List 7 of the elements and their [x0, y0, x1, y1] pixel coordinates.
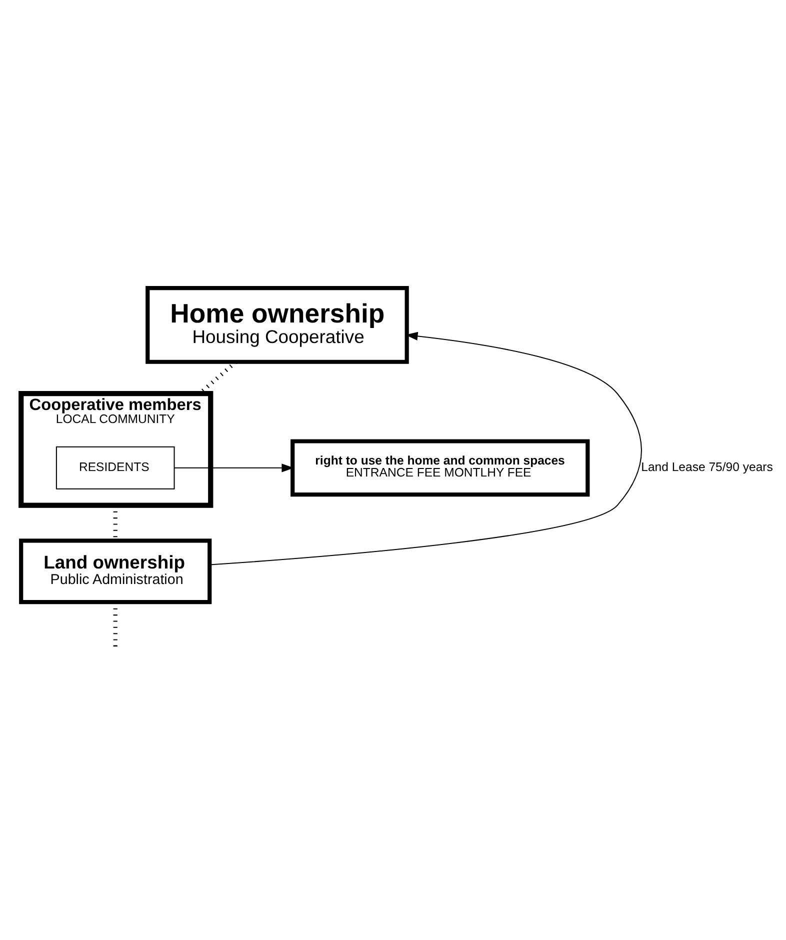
- node-box: RESIDENTS: [56, 446, 175, 490]
- node-box: Home ownership Housing Cooperative: [146, 286, 409, 364]
- arrow: [210, 332, 642, 566]
- arrow: [174, 464, 294, 472]
- node-box: Land ownership Public Administration: [19, 538, 212, 604]
- edge-label: Land Lease 75/90 years: [641, 460, 773, 474]
- node-box: right to use the home and common spaces ENTRANCE FEE MONTLHY FEE: [290, 439, 590, 497]
